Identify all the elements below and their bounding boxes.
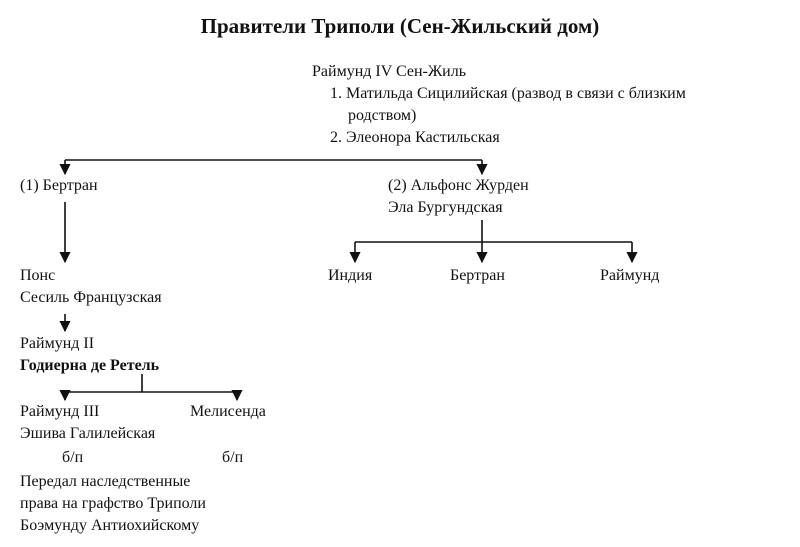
spouse-matilda-line1: 1. Матильда Сицилийская (развод в связи …: [330, 85, 686, 102]
childless-mark-melisenda: б/п: [222, 449, 244, 466]
node-melisenda: Мелисенда: [190, 403, 266, 420]
node-bertran: (1) Бертран: [20, 177, 98, 194]
spouse-eleonora: 2. Элеонора Кастильская: [330, 129, 500, 146]
spouse-godierna: Годиерна де Ретель: [20, 357, 160, 374]
spouse-cecile: Сесиль Французская: [20, 289, 162, 306]
node-bertran-son: Бертран: [450, 267, 505, 284]
node-alfons-jourdain: (2) Альфонс Журден: [388, 177, 529, 194]
spouse-matilda-line2: родством): [348, 107, 417, 124]
note-line1: Передал наследственные: [20, 473, 191, 490]
chart-title: Правители Триполи (Сен-Жильский дом): [200, 14, 600, 38]
node-raymond-iii: Раймунд III: [20, 403, 100, 420]
spouse-ela: Эла Бургундская: [388, 199, 503, 216]
node-india: Индия: [328, 267, 373, 284]
note-line2: права на графство Триполи: [20, 495, 206, 512]
node-raymond-iv: Раймунд IV Сен-Жиль: [312, 63, 467, 80]
node-raymond-ii: Раймунд II: [20, 335, 95, 352]
childless-mark-raymond-iii: б/п: [62, 449, 84, 466]
note-line3: Боэмунду Антиохийскому: [20, 517, 200, 534]
node-pons: Понс: [20, 267, 56, 284]
node-raymond-son: Раймунд: [600, 267, 660, 284]
spouse-eshiva: Эшива Галилейская: [20, 425, 156, 442]
